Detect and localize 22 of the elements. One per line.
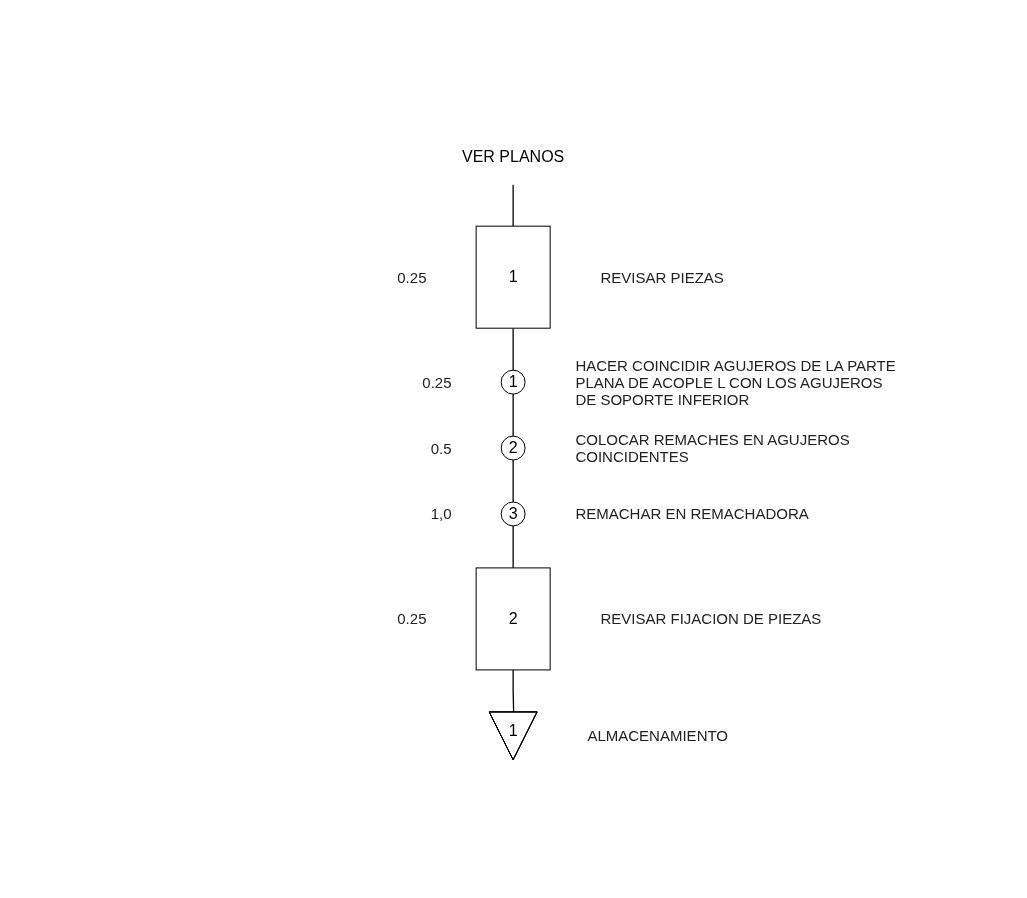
connector [512,459,515,503]
connector [512,525,515,569]
time-value: 0.25 [421,373,452,391]
time-value: 0.25 [396,268,427,286]
time-value: 1,0 [429,505,452,523]
node-box [476,567,551,671]
time-value: 0.5 [429,439,452,457]
time-value: 0.25 [396,610,427,628]
node-circle [501,435,526,461]
node-box [476,225,551,329]
node-text: VER PLANOS [462,148,565,166]
connector [512,393,515,437]
step-description: HACER COINCIDIR AGUJEROS DE LA PARTE PLANA DE ACOPLE L CON LOS AGUJEROS DE SOPORTE INFERIOR [575,356,897,408]
connector [512,327,515,371]
step-description: REMACHAR EN REMACHADORA [575,505,810,523]
connector [512,183,515,227]
step-description: ALMACENAMIENTO [587,727,730,745]
node-circle [501,501,526,527]
node-circle [501,369,526,395]
step-description: COLOCAR REMACHES EN AGUJEROS COINCIDENTES [575,431,851,466]
step-description: REVISAR PIEZAS [600,268,725,286]
step-description: REVISAR FIJACION DE PIEZAS [600,610,823,628]
